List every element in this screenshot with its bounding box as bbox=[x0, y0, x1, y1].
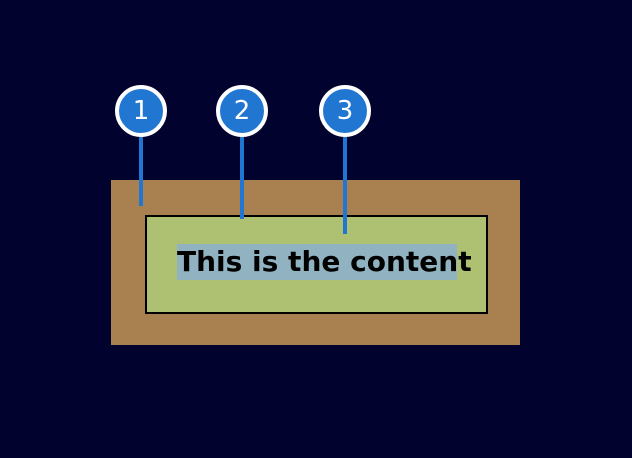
callout-line-1 bbox=[139, 137, 143, 206]
callout-line-2 bbox=[240, 137, 244, 219]
callout-marker-3[interactable]: 3 bbox=[319, 85, 371, 137]
callout-marker-2[interactable]: 2 bbox=[216, 85, 268, 137]
callout-line-3 bbox=[343, 137, 347, 234]
content-text-highlight: This is the content bbox=[177, 244, 472, 280]
callout-marker-1[interactable]: 1 bbox=[115, 85, 167, 137]
